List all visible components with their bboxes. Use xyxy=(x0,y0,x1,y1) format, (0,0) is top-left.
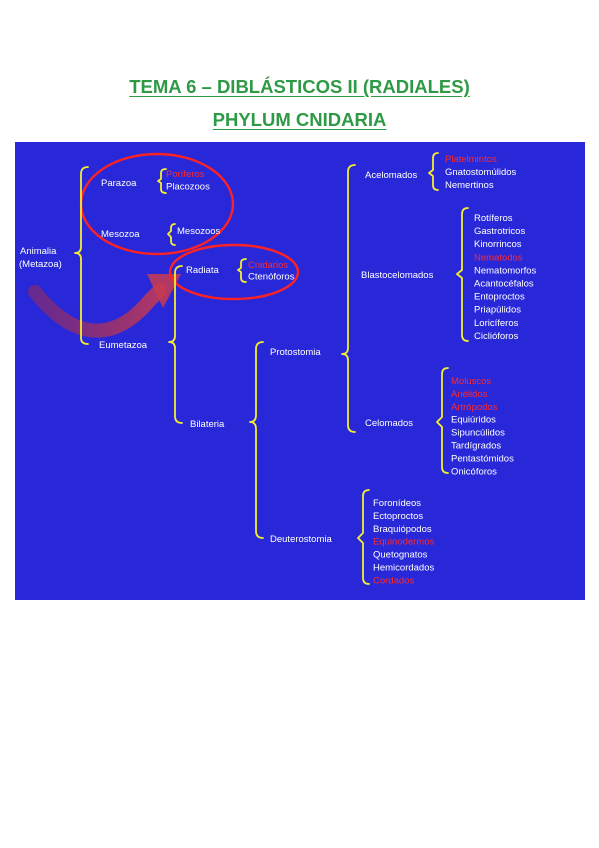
deuterostomia-taxon: Cordados xyxy=(373,575,414,586)
blastocelomados-label: Blastocelomados xyxy=(361,270,434,281)
deuterostomia-taxon: Quetognatos xyxy=(373,550,428,561)
blastocelomados-taxon: Rotíferos xyxy=(474,213,513,224)
blastocelomados-taxon: Nematomorfos xyxy=(474,265,537,276)
celomados-taxon: Onicóforos xyxy=(451,466,497,477)
celomados-taxon: Sipuncúlidos xyxy=(451,428,505,439)
bilateria-label: Bilateria xyxy=(190,419,225,430)
blastocelomados-taxon: Loricíferos xyxy=(474,318,519,329)
acelomados-taxon: Nemertinos xyxy=(445,180,494,191)
acelomados-taxon: Gnatostomúlidos xyxy=(445,167,517,178)
deuterostomia-taxon: Braquiópodos xyxy=(373,524,432,535)
mesozoa-label: Mesozoa xyxy=(101,229,140,240)
brace-lines xyxy=(74,152,469,585)
deuterostomia-taxon: Hemicordados xyxy=(373,563,434,574)
blastocelomados-taxon: Priapúlidos xyxy=(474,305,521,316)
blastocelomados-taxon: Ciclióforos xyxy=(474,331,519,342)
parazoa-taxon: Poríferos xyxy=(166,169,205,180)
parazoa-taxon: Placozoos xyxy=(166,182,210,193)
celomados-taxon: Artrópodos xyxy=(451,402,498,413)
celomados-taxon: Pentastómidos xyxy=(451,453,514,464)
radiata-label: Radiata xyxy=(186,265,219,276)
acelomados-label: Acelomados xyxy=(365,170,418,181)
celomados-taxon: Equiúridos xyxy=(451,415,496,426)
deuterostomia-label: Deuterostomia xyxy=(270,534,332,545)
celomados-taxon: Anélidos xyxy=(451,389,488,400)
celomados-label: Celomados xyxy=(365,418,413,429)
radiata-highlight-circle xyxy=(168,243,300,301)
blastocelomados-taxon: Gastrotricos xyxy=(474,226,525,237)
celomados-taxon: Moluscos xyxy=(451,376,491,387)
blastocelomados-taxon: Acantocéfalos xyxy=(474,279,534,290)
protostomia-label: Protostomia xyxy=(270,347,321,358)
radiata-taxon: Ctenóforos xyxy=(248,272,295,283)
root-label: Animalia xyxy=(20,246,57,257)
mesozoa-taxon: Mesozoos xyxy=(177,226,221,237)
deuterostomia-taxon: Equinodermos xyxy=(373,537,435,548)
blastocelomados-taxon: Entoproctos xyxy=(474,292,525,303)
blastocelomados-taxon: Kinorrincos xyxy=(474,239,522,250)
leaf-taxa: PoríferosPlacozoosMesozoosCnidariosCtenó… xyxy=(166,154,537,586)
deuterostomia-taxon: Ectoproctos xyxy=(373,511,423,522)
phylogeny-slide: Animalia (Metazoa) Parazoa Mesozoa Eumet… xyxy=(15,142,585,600)
highlight-arrow xyxy=(28,274,181,338)
page-title: TEMA 6 – DIBLÁSTICOS II (RADIALES) xyxy=(129,76,470,97)
acelomados-taxon: Platelmintos xyxy=(445,154,497,165)
radiata-taxon: Cnidarios xyxy=(248,260,288,271)
root-sublabel: (Metazoa) xyxy=(19,259,62,270)
blastocelomados-taxon: Nematodos xyxy=(474,252,523,263)
phylogeny-tree: Animalia (Metazoa) Parazoa Mesozoa Eumet… xyxy=(19,152,537,586)
deuterostomia-taxon: Foronídeos xyxy=(373,498,421,509)
eumetazoa-label: Eumetazoa xyxy=(99,340,148,351)
parazoa-label: Parazoa xyxy=(101,178,137,189)
celomados-taxon: Tardígrados xyxy=(451,441,501,452)
page-subtitle: PHYLUM CNIDARIA xyxy=(212,109,387,130)
